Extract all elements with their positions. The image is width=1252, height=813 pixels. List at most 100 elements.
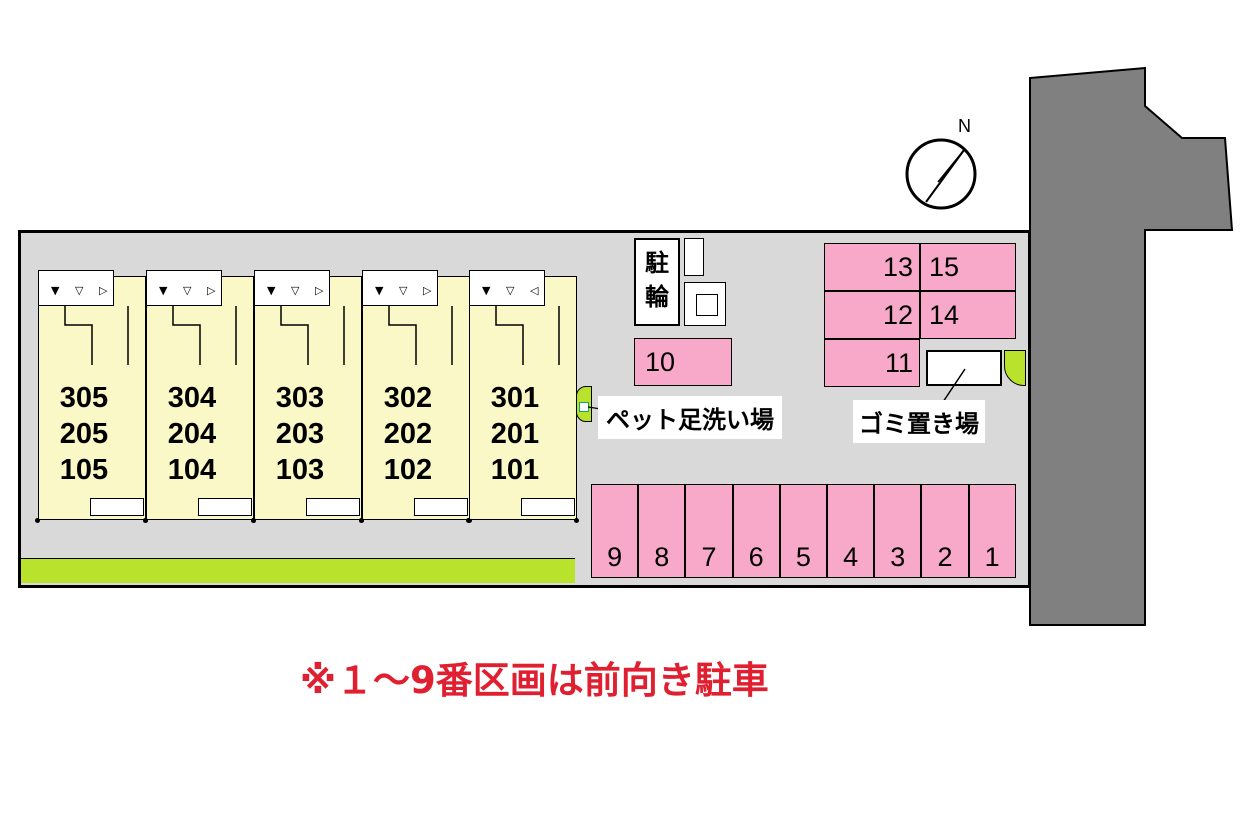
compass-label: N <box>958 116 971 136</box>
bike-parking-label: 駐 輪 <box>645 249 669 311</box>
unit-number: 304 <box>167 382 217 414</box>
corner-dot <box>35 518 40 523</box>
bike-rack-small <box>684 238 704 276</box>
window-icon: ◁ <box>530 284 539 297</box>
parking-space: 8 <box>638 484 686 578</box>
parking-space: 6 <box>732 484 780 578</box>
parking-label: 13 <box>882 252 913 282</box>
north-compass-icon <box>905 138 977 210</box>
parking-label: 8 <box>654 542 670 572</box>
parking-space: 1 <box>968 484 1016 578</box>
parking-label: 15 <box>929 252 960 282</box>
garbage-leader-line <box>940 368 966 406</box>
unit-number: 102 <box>383 454 433 486</box>
corner-dot <box>251 518 256 523</box>
parking-space-12: 12 <box>824 291 920 339</box>
parking-label: 14 <box>929 300 960 330</box>
window-icon: ▼ <box>159 284 168 297</box>
parking-note: ※１～9番区画は前向き駐車 <box>300 659 769 702</box>
parking-label: 4 <box>843 542 859 572</box>
unit-entrance <box>306 498 360 516</box>
unit-numbers: 301 201 101 <box>465 380 565 488</box>
bike-rack-inner <box>696 294 718 316</box>
parking-label: 7 <box>701 542 717 572</box>
corner-dot <box>574 518 579 523</box>
unit-entry-outline <box>64 306 129 365</box>
parking-space-11: 11 <box>824 339 920 387</box>
unit-balcony: ▼ ▽ ◁ <box>469 270 545 306</box>
parking-label: 9 <box>607 542 623 572</box>
parking-space-15: 15 <box>920 243 1016 291</box>
garbage-box <box>926 350 1002 386</box>
window-icon: ▽ <box>291 284 300 297</box>
window-icon: ▽ <box>506 284 515 297</box>
corner-dot <box>466 518 471 523</box>
window-icon: ▼ <box>51 284 60 297</box>
parking-label: 3 <box>890 542 906 572</box>
parking-label: 1 <box>984 542 1000 572</box>
unit-entrance <box>521 498 575 516</box>
unit-balcony: ▼ ▽ ▷ <box>362 270 438 306</box>
unit-entrance <box>414 498 468 516</box>
window-icon: ▽ <box>75 284 84 297</box>
parking-label: 10 <box>645 347 676 377</box>
window-icon: ▽ <box>183 284 192 297</box>
unit-number: 101 <box>490 454 540 486</box>
parking-space: 5 <box>779 484 827 578</box>
unit-number: 104 <box>167 454 217 486</box>
unit-number: 205 <box>59 418 109 450</box>
unit-balcony: ▼ ▽ ▷ <box>146 270 222 306</box>
parking-space-13: 13 <box>824 243 920 291</box>
unit-number: 105 <box>59 454 109 486</box>
pet-wash-label: ペット足洗い場 <box>598 396 782 439</box>
unit-entry-outline <box>495 306 560 365</box>
unit-number: 202 <box>383 418 433 450</box>
unit-numbers: 303 203 103 <box>250 380 350 488</box>
window-icon: ▼ <box>375 284 384 297</box>
unit-numbers: 305 205 105 <box>34 380 134 488</box>
window-icon: ▼ <box>267 284 276 297</box>
parking-label: 5 <box>795 542 811 572</box>
bike-rack-box <box>684 282 726 326</box>
unit-number: 302 <box>383 382 433 414</box>
parking-label: 11 <box>884 348 913 378</box>
window-icon: ▷ <box>315 284 324 297</box>
unit-entry-outline <box>172 306 237 365</box>
unit-numbers: 302 202 102 <box>358 380 458 488</box>
unit-number: 201 <box>490 418 540 450</box>
parking-space: 4 <box>827 484 875 578</box>
unit-number: 204 <box>167 418 217 450</box>
unit-number: 305 <box>59 382 109 414</box>
unit-entry-outline <box>280 306 345 365</box>
window-icon: ▽ <box>399 284 408 297</box>
window-icon: ▼ <box>482 284 491 297</box>
unit-entry-outline <box>388 306 453 365</box>
unit-number: 203 <box>275 418 325 450</box>
parking-space: 7 <box>685 484 733 578</box>
unit-balcony: ▼ ▽ ▷ <box>38 270 114 306</box>
parking-space-14: 14 <box>920 291 1016 339</box>
unit-number: 103 <box>275 454 325 486</box>
parking-space-10: 10 <box>634 338 732 386</box>
bike-parking: 駐 輪 <box>634 238 680 326</box>
parking-space: 9 <box>591 484 639 578</box>
green-strip <box>21 558 575 583</box>
parking-space: 3 <box>874 484 922 578</box>
unit-numbers: 304 204 104 <box>142 380 242 488</box>
parking-label: 12 <box>882 300 913 330</box>
unit-number: 301 <box>490 382 540 414</box>
unit-number: 303 <box>275 382 325 414</box>
window-icon: ▷ <box>99 284 108 297</box>
parking-label: 6 <box>748 542 764 572</box>
unit-balcony: ▼ ▽ ▷ <box>254 270 330 306</box>
corner-dot <box>143 518 148 523</box>
garbage-label: ゴミ置き場 <box>853 400 985 443</box>
unit-entrance <box>90 498 144 516</box>
window-icon: ▷ <box>207 284 216 297</box>
unit-entrance <box>198 498 252 516</box>
parking-space: 2 <box>921 484 969 578</box>
corner-dot <box>359 518 364 523</box>
window-icon: ▷ <box>423 284 432 297</box>
parking-label: 2 <box>937 542 953 572</box>
